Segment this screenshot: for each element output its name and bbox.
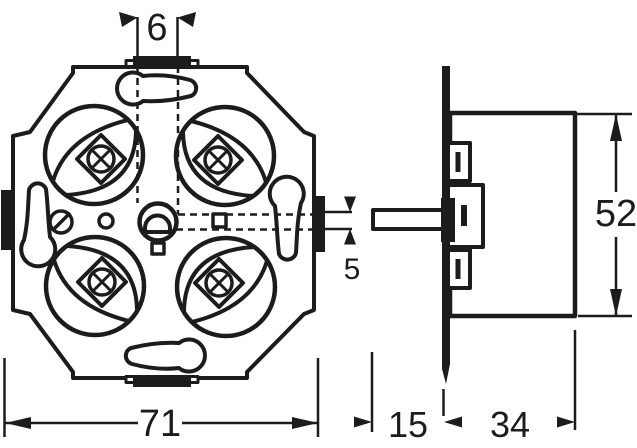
- dim-arrow-right: [557, 416, 575, 428]
- bottom-fixing-lug: [133, 377, 191, 387]
- dim-label-6: 6: [146, 7, 167, 49]
- dim-label-52: 52: [595, 193, 637, 235]
- dim-arrow-down: [610, 289, 622, 316]
- dim-arrow-down: [344, 196, 356, 212]
- dim-label-15: 15: [388, 404, 428, 445]
- dim-arrow-right: [354, 416, 372, 428]
- front-view: 6 71 5: [1, 7, 360, 445]
- dimension-axis-square: 5: [322, 196, 361, 286]
- dimension-top-slot-width: 6: [119, 7, 196, 56]
- dim-label-71: 71: [139, 403, 181, 445]
- claw-opening-top-left: [42, 103, 146, 207]
- dim-arrow-left: [5, 417, 31, 429]
- claw-opening-bottom-right: [174, 235, 278, 339]
- dim-flag-left: [119, 12, 138, 27]
- terminal-top-slot: [455, 152, 461, 172]
- d-shaped-hole: [143, 213, 172, 234]
- centre-tab: [150, 241, 166, 256]
- dimension-overall-width: 71: [3, 358, 320, 445]
- left-keyhole-slot: [19, 181, 58, 269]
- dim-label-34: 34: [490, 404, 530, 445]
- side-view: 52 15 34: [354, 66, 637, 445]
- claw-opening-top-right: [173, 104, 277, 208]
- slotted-screw-slot: [52, 212, 71, 231]
- top-fixing-lug: [133, 56, 191, 66]
- dim-label-5: 5: [344, 253, 361, 286]
- dimension-body-depth: 34: [442, 330, 577, 445]
- terminal-middle-slot: [461, 205, 467, 226]
- dim-arrow-up: [610, 114, 622, 141]
- right-fixing-lug: [313, 196, 325, 252]
- dim-flag-right: [177, 12, 196, 27]
- claw-opening-bottom-left: [43, 234, 147, 338]
- bottom-keyhole-slot: [123, 337, 207, 374]
- switch-shaft: [371, 208, 445, 231]
- dim-arrow-right: [292, 417, 318, 429]
- small-hole: [97, 212, 115, 230]
- dimension-shaft-projection: 15: [354, 352, 462, 445]
- dim-arrow-up: [344, 229, 356, 245]
- left-fixing-lug: [1, 190, 12, 250]
- right-keyhole-slot: [267, 174, 306, 262]
- support-plate-edge: [442, 66, 450, 384]
- axis-square-hole: [211, 212, 228, 229]
- terminal-bottom-slot: [455, 259, 461, 279]
- dim-arrow-left: [444, 416, 462, 428]
- dimension-body-height: 52: [577, 112, 637, 318]
